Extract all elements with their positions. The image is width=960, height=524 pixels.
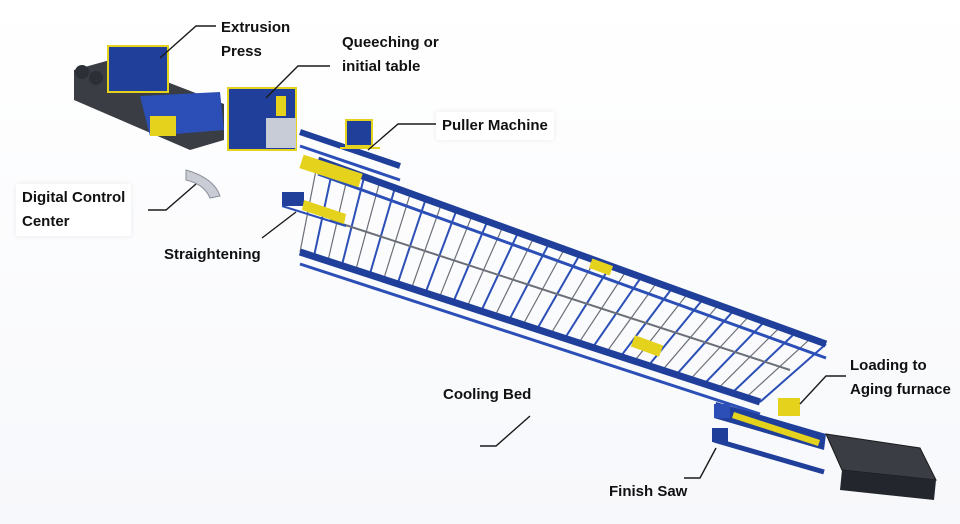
cooling-bed-slat (383, 193, 411, 280)
cooling-bed-slat (424, 209, 458, 294)
press-control-cabinet (107, 45, 169, 93)
label-aging-furnace: Loading to Aging furnace (850, 354, 951, 402)
leader-quenching (265, 65, 330, 99)
label-extrusion-press-line2: Press (221, 43, 262, 60)
cooling-bed-lower-rail-inner (299, 262, 761, 416)
label-digital-control-line1: Digital Control (22, 189, 126, 206)
label-puller-machine: Puller Machine (436, 112, 554, 140)
cooling-bed-slat (745, 337, 812, 398)
label-aging-furnace-line2: Aging furnace (850, 381, 951, 398)
cooling-bed-mid-rail (329, 219, 791, 371)
cooling-bed-slat (410, 204, 442, 289)
cooling-bed (298, 156, 828, 416)
label-digital-control-line2: Center (22, 213, 70, 230)
digital-control-center (185, 169, 221, 199)
leader-aging-furnace (799, 375, 846, 405)
leader-finish-saw (684, 447, 717, 479)
press-yellow-unit (150, 116, 176, 136)
runout-yellow-carriage (299, 154, 363, 188)
cooling-bed-slat (355, 182, 381, 271)
quenching-unit (227, 87, 297, 151)
leader-straightening (261, 211, 297, 239)
label-aging-furnace-line1: Loading to (850, 357, 927, 374)
cooling-bed-slat (396, 198, 427, 285)
label-quenching-line1: Queeching or (342, 34, 439, 51)
label-cooling-bed: Cooling Bed (443, 386, 532, 403)
label-extrusion-press-line1: Extrusion (221, 19, 291, 36)
puller-machine (340, 119, 380, 149)
label-digital-control-center: Digital Control Center (16, 184, 132, 236)
cooling-bed-lower-rail (298, 248, 762, 406)
extrusion-press (74, 45, 224, 150)
cooling-bed-upper-rail (316, 156, 828, 348)
cooling-bed-transfer-unit (588, 258, 614, 276)
label-finish-saw: Finish Saw (609, 483, 688, 500)
leader-cooling-bed (480, 415, 531, 447)
cooling-bed-slat (340, 176, 366, 266)
leader-puller (367, 123, 436, 151)
cooling-bed-lift-unit (630, 335, 664, 357)
cooling-bed-upper-rail-inner (317, 172, 827, 360)
label-straightening: Straightening (164, 246, 261, 263)
leader-digital-control (148, 183, 197, 211)
leader-extrusion-press (159, 25, 216, 59)
label-quenching-line2: initial table (342, 58, 421, 75)
cooling-bed-slat (759, 343, 827, 403)
finish-saw (712, 402, 826, 475)
leader-lines (148, 25, 846, 479)
label-extrusion-press: Extrusion Press (221, 16, 290, 64)
label-quenching: Queeching or initial table (342, 31, 439, 79)
aging-loader (778, 398, 937, 500)
cooling-bed-slat (368, 187, 396, 276)
straightener (281, 192, 347, 227)
